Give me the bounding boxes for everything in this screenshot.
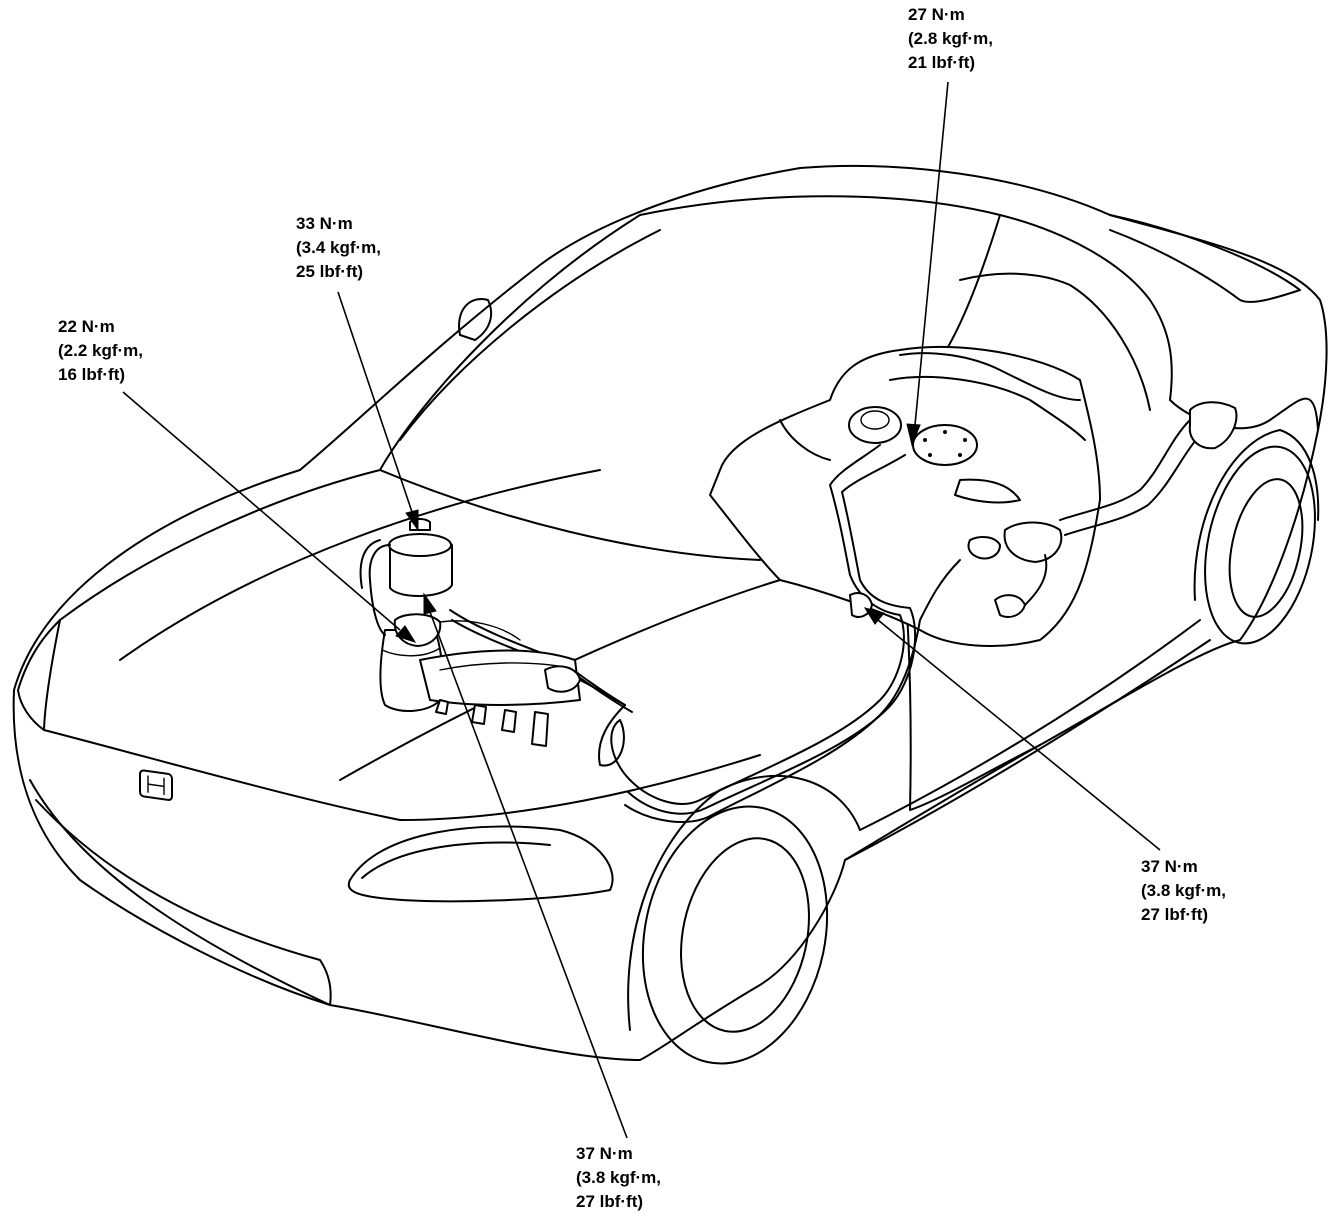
front-wheel bbox=[641, 805, 829, 1065]
sender-bolt bbox=[923, 438, 927, 442]
leader-37-front-joint bbox=[429, 611, 628, 1139]
injector-1 bbox=[435, 699, 449, 715]
callout-line: (2.8 kgf·m, bbox=[908, 29, 994, 48]
callout-line: 27 lbf·ft) bbox=[576, 1192, 644, 1211]
injector-4 bbox=[531, 711, 549, 747]
door-sill bbox=[859, 619, 1201, 831]
callout-line: 25 lbf·ft) bbox=[296, 262, 364, 281]
car-body bbox=[12, 164, 1328, 1065]
filler-pipe-lower bbox=[1064, 434, 1201, 536]
hood-rear-edge bbox=[43, 729, 761, 821]
fuel-tank-ridge-3 bbox=[779, 419, 831, 461]
fuel-tank-body bbox=[709, 345, 1101, 647]
leader-27-fuel-pump bbox=[914, 81, 949, 426]
filler-clamp-2 bbox=[967, 536, 1001, 560]
callout-line: 27 N·m bbox=[908, 5, 965, 24]
evap-hose bbox=[1024, 554, 1048, 606]
callout-torque-37-front-joint: 37 N·m (3.8 kgf·m, 27 lbf·ft) bbox=[576, 1142, 661, 1214]
windshield bbox=[379, 195, 1001, 471]
rear-wheel-inner bbox=[1228, 478, 1304, 618]
leader-33-fuel-filter bbox=[337, 291, 413, 513]
fuel-tank-ridge-2 bbox=[889, 375, 1086, 441]
arrowhead-27 bbox=[906, 423, 921, 447]
filler-cap bbox=[1188, 401, 1238, 450]
windshield-inner bbox=[399, 229, 661, 441]
callout-line: 37 N·m bbox=[1141, 857, 1198, 876]
fuel-tank bbox=[709, 345, 1101, 647]
front-wheel-arch bbox=[627, 775, 861, 1031]
fog-lamp-inner bbox=[361, 841, 551, 879]
fuel-line-b bbox=[627, 454, 917, 815]
callout-torque-27-fuel-pump: 27 N·m (2.8 kgf·m, 21 lbf·ft) bbox=[908, 3, 993, 75]
fuel-tank-ridge bbox=[899, 352, 1081, 401]
fuel-pump-unit bbox=[848, 406, 902, 444]
filter-bracket bbox=[368, 544, 391, 636]
filler-clamp bbox=[1003, 521, 1063, 563]
roll-bar bbox=[959, 272, 1151, 411]
injector-2 bbox=[471, 704, 487, 725]
leader-lines bbox=[122, 81, 1161, 1139]
fuel-tank-shelf bbox=[954, 478, 1021, 504]
filler-pipe-upper bbox=[1059, 419, 1191, 521]
leader-22-pressure-regulator bbox=[122, 391, 401, 631]
rail-line bbox=[579, 679, 626, 706]
front-wheel-inner bbox=[680, 837, 810, 1033]
callout-line: 16 lbf·ft) bbox=[58, 365, 126, 384]
arrowhead-37-front bbox=[423, 592, 437, 615]
callout-line: 22 N·m bbox=[58, 317, 115, 336]
rear-deck bbox=[1109, 214, 1301, 303]
rail-connector bbox=[544, 665, 581, 693]
callout-line: (3.8 kgf·m, bbox=[1141, 881, 1227, 900]
fuel-line-lower-loop bbox=[598, 704, 631, 781]
fuel-filter-top bbox=[388, 533, 452, 557]
sender-bolt bbox=[928, 453, 932, 457]
callout-line: 21 lbf·ft) bbox=[908, 53, 976, 72]
callout-torque-33-fuel-filter: 33 N·m (3.4 kgf·m, 25 lbf·ft) bbox=[296, 212, 381, 284]
fuel-line-a bbox=[629, 444, 905, 805]
callout-line: (2.2 kgf·m, bbox=[58, 341, 144, 360]
front-bumper bbox=[29, 779, 331, 1006]
sender-bolt bbox=[958, 453, 962, 457]
headlamp-left bbox=[17, 619, 61, 731]
leader-37-rear-joint bbox=[877, 619, 1161, 851]
side-mirror bbox=[458, 298, 493, 341]
callout-torque-37-rear-joint: 37 N·m (3.8 kgf·m, 27 lbf·ft) bbox=[1141, 855, 1226, 927]
callout-line: 37 N·m bbox=[576, 1144, 633, 1163]
callout-line: (3.8 kgf·m, bbox=[576, 1168, 662, 1187]
arrowhead-37-rear bbox=[863, 607, 885, 625]
callout-line: (3.4 kgf·m, bbox=[296, 238, 382, 257]
callout-line: 27 lbf·ft) bbox=[1141, 905, 1209, 924]
injector-3 bbox=[501, 709, 517, 733]
callout-line: 33 N·m bbox=[296, 214, 353, 233]
filler-neck bbox=[967, 401, 1238, 618]
fuel-line-c bbox=[624, 559, 961, 823]
hood-front-edge bbox=[59, 469, 381, 621]
pressure-regulator-hose bbox=[439, 620, 521, 641]
fog-lamp bbox=[347, 825, 614, 903]
car-silhouette bbox=[12, 164, 1328, 1061]
hood-crease bbox=[119, 469, 601, 661]
sender-bolt bbox=[963, 438, 967, 442]
arrowhead-22 bbox=[395, 625, 417, 643]
honda-logo-icon bbox=[139, 769, 173, 801]
bumper-lower bbox=[35, 799, 332, 1006]
sender-bolt bbox=[943, 430, 947, 434]
rear-wheel bbox=[1204, 445, 1316, 645]
door-sill-lower bbox=[844, 639, 1211, 861]
filter-bracket-2 bbox=[359, 539, 381, 589]
callout-torque-22-pressure-regulator: 22 N·m (2.2 kgf·m, 16 lbf·ft) bbox=[58, 315, 143, 387]
windshield-base bbox=[379, 469, 761, 561]
intake-pipe-ring bbox=[381, 647, 441, 657]
door-line bbox=[904, 579, 1041, 811]
rear-wheel-arch bbox=[1193, 429, 1320, 601]
arrowhead-33 bbox=[405, 509, 419, 532]
fuel-pump-cap bbox=[860, 410, 890, 430]
roof-line bbox=[999, 214, 1173, 401]
